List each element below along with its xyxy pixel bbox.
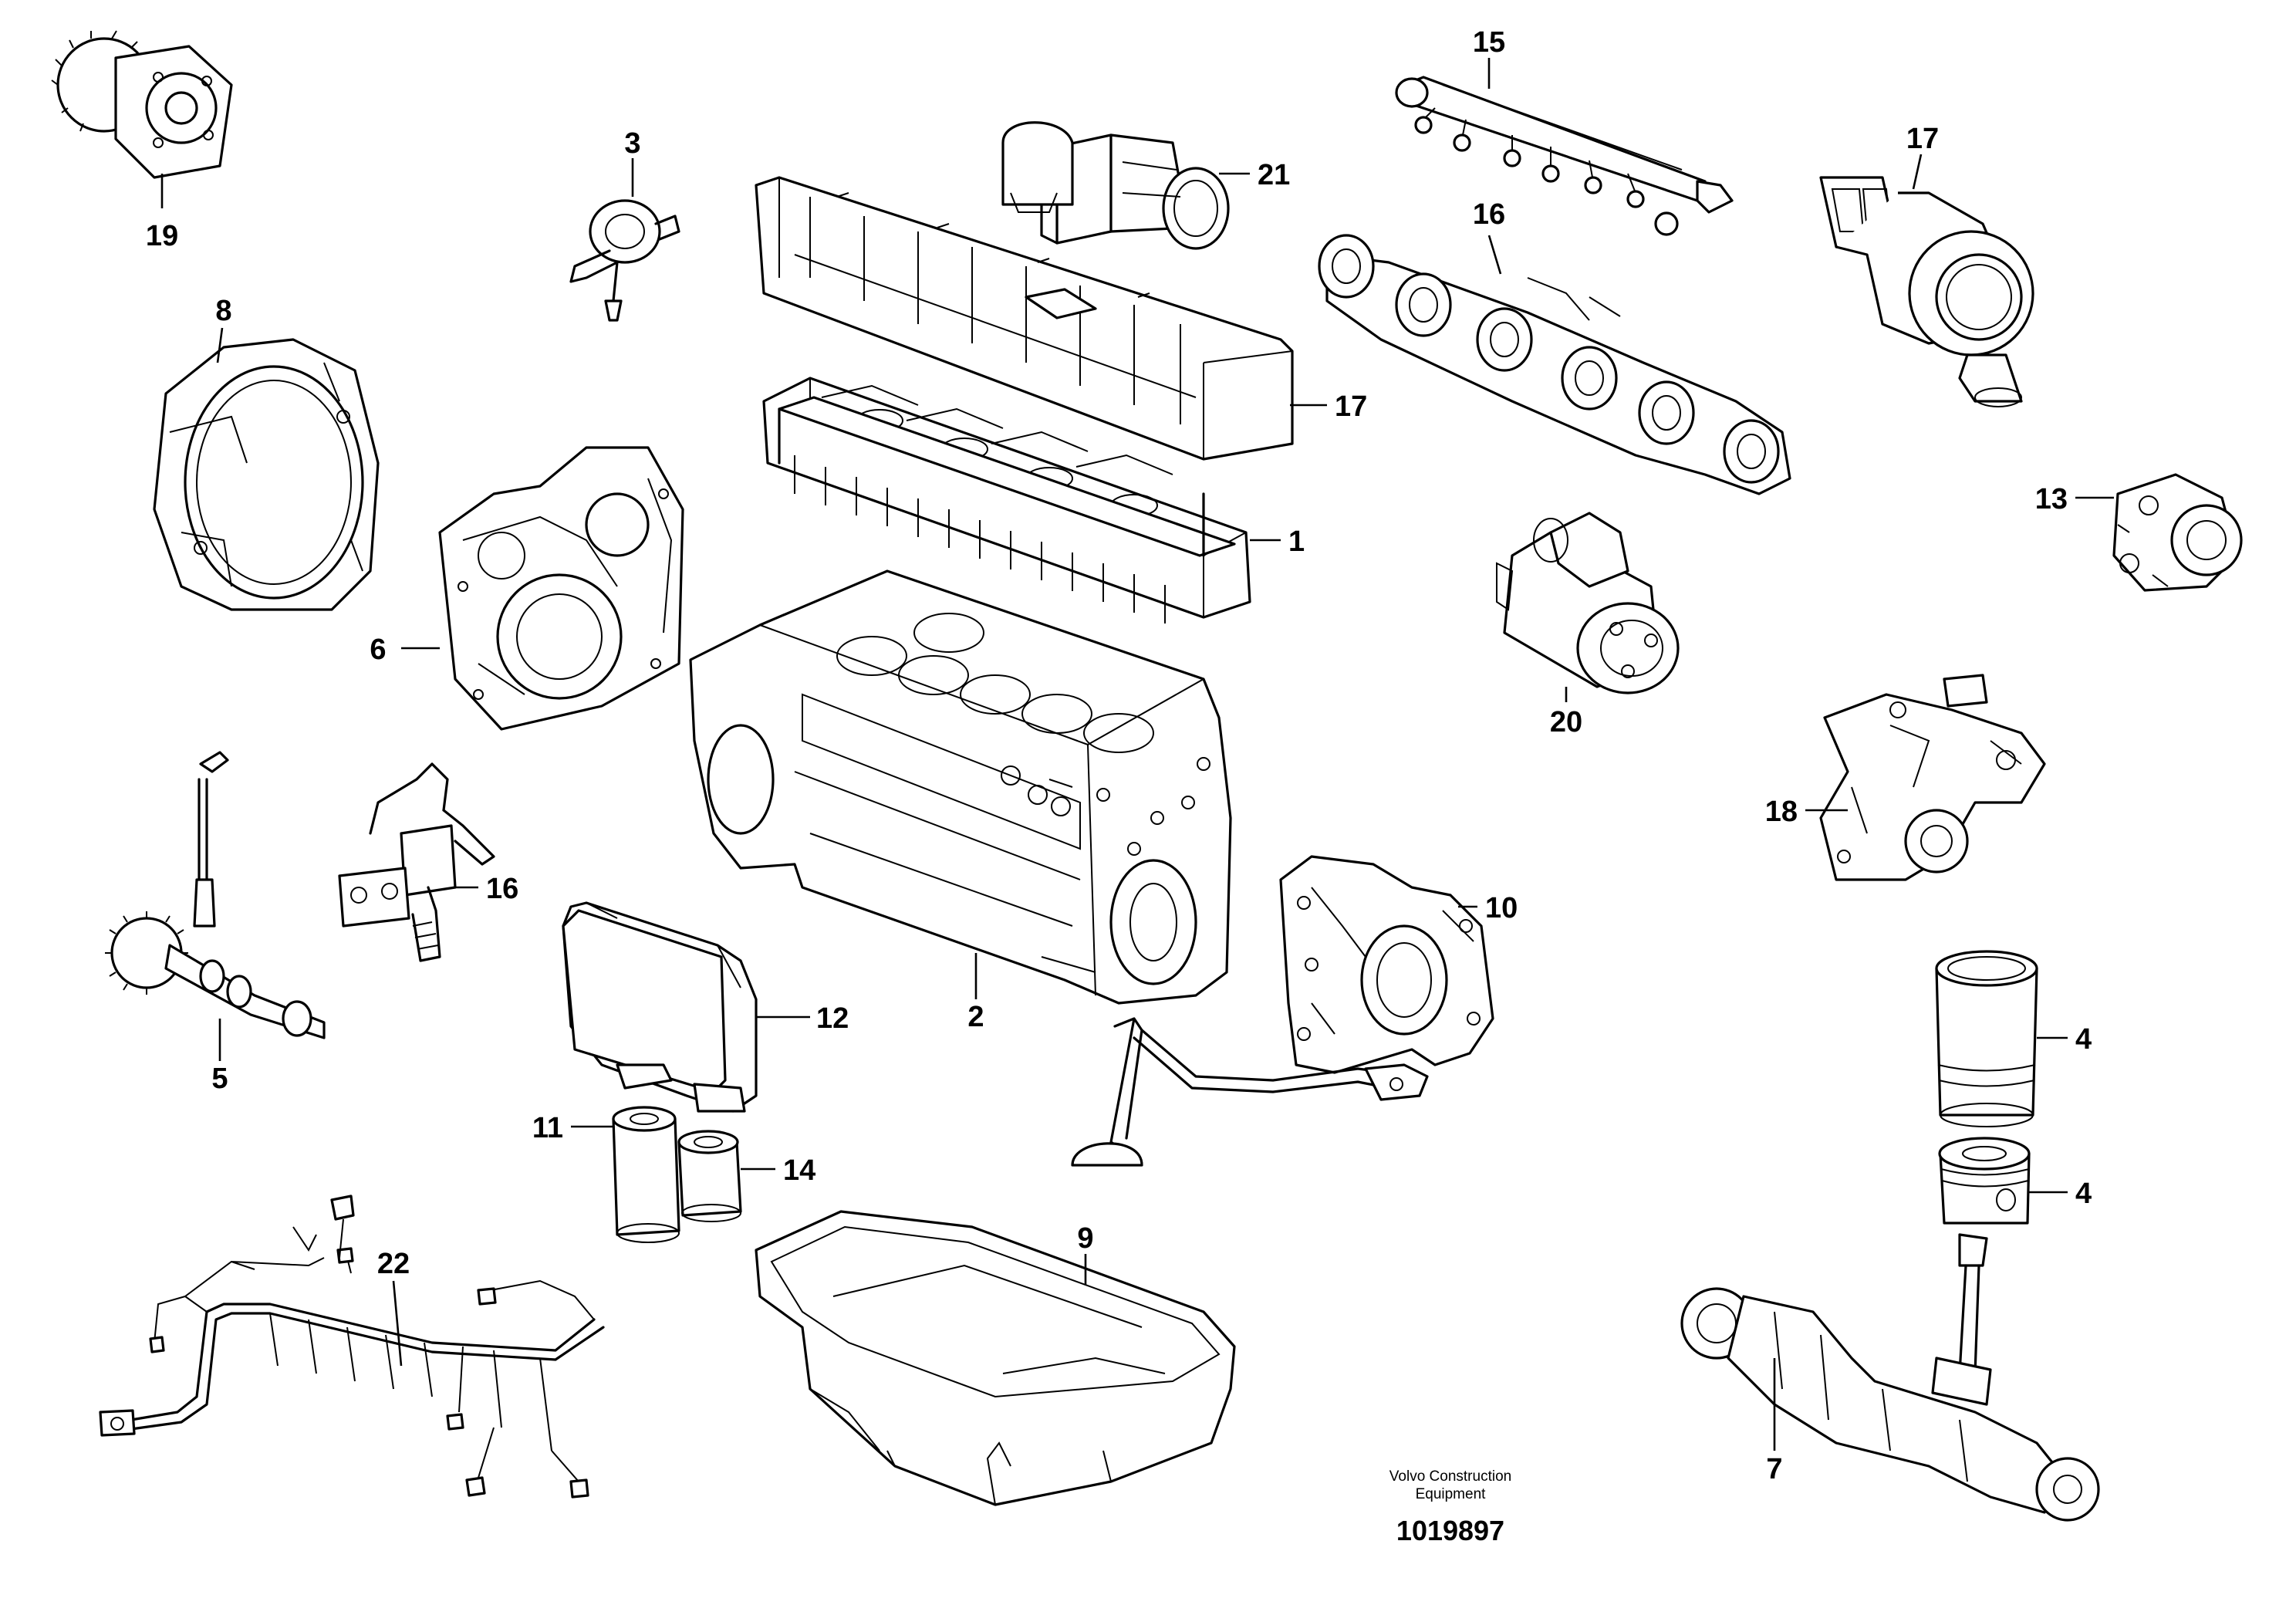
part-16-exhaust-manifold — [1318, 234, 1791, 495]
part-7-crankshaft — [1680, 1233, 2100, 1522]
callout-5: 5 — [211, 1063, 228, 1095]
part-21-intake-element — [1001, 121, 1230, 250]
part-15-fuel-rail — [1395, 76, 1734, 236]
part-16-injection-pump — [338, 762, 495, 962]
part-11-oil-filter — [612, 1106, 680, 1243]
callout-8: 8 — [215, 295, 231, 327]
part-19-fuel-pump — [51, 30, 233, 179]
part-5-camshaft — [105, 751, 326, 1039]
part-14-fuel-filter — [677, 1130, 742, 1222]
brand-line-1: Volvo Construction — [1389, 1468, 1512, 1485]
callout-13: 13 — [2035, 483, 2068, 515]
callout-12: 12 — [816, 1002, 849, 1035]
part-10-oil-pump-cover — [1279, 855, 1494, 1074]
part-3-sensor — [569, 199, 680, 322]
part-13-thermostat-housing — [2112, 473, 2243, 592]
callout-18: 18 — [1765, 796, 1798, 828]
callout-4-piston: 4 — [2075, 1178, 2092, 1210]
part-20-starter-motor — [1496, 512, 1680, 694]
part-2-cylinder-block — [689, 569, 1232, 1005]
callout-3: 3 — [624, 127, 640, 160]
callout-6: 6 — [370, 634, 386, 666]
callout-9: 9 — [1077, 1222, 1093, 1255]
part-17-turbocharger — [1819, 176, 2034, 407]
diagram-number: 1019897 — [1396, 1515, 1505, 1546]
part-17-intake-manifold — [755, 176, 1294, 461]
brand-caption: Volvo Construction Equipment — [1315, 1468, 1585, 1503]
callout-11: 11 — [532, 1112, 563, 1144]
callout-22: 22 — [377, 1248, 410, 1280]
part-9-oil-pan — [755, 1210, 1236, 1506]
callout-15: 15 — [1473, 26, 1505, 59]
callout-21: 21 — [1258, 159, 1290, 191]
callout-14: 14 — [783, 1154, 815, 1187]
part-22-wiring-harness — [99, 1195, 605, 1499]
part-18-water-pump — [1819, 674, 2046, 881]
callout-20: 20 — [1550, 706, 1582, 738]
part-1-cylinder-head — [762, 377, 1251, 623]
callout-2: 2 — [967, 1001, 984, 1033]
callout-4-liner: 4 — [2075, 1023, 2092, 1056]
part-12-oil-cooler — [562, 901, 758, 1113]
part-6-timing-cover — [438, 446, 684, 731]
callout-16-injection-pump: 16 — [486, 873, 518, 905]
callout-7: 7 — [1766, 1453, 1782, 1485]
callout-labels: 1 2 3 4 4 5 6 7 8 9 10 11 12 13 14 15 16… — [146, 26, 2092, 1485]
callout-10: 10 — [1485, 892, 1518, 924]
callout-1: 1 — [1288, 525, 1305, 558]
part-8-flywheel-housing — [153, 338, 380, 611]
callout-17-intake-manifold: 17 — [1335, 390, 1367, 423]
leader-lines — [160, 58, 2114, 1451]
part-10-oil-suction-pipe — [1071, 1017, 1429, 1167]
part-4-piston — [1938, 1137, 2031, 1225]
part-4-cylinder-liner — [1935, 950, 2038, 1127]
callout-17-turbocharger: 17 — [1906, 123, 1939, 155]
brand-line-2: Equipment — [1415, 1486, 1486, 1502]
callout-19: 19 — [146, 220, 178, 252]
callout-16-exhaust-manifold: 16 — [1473, 198, 1505, 231]
